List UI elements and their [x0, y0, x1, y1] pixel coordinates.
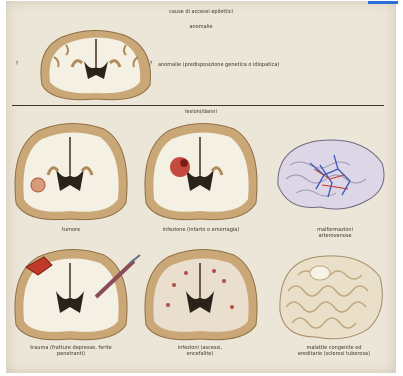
- brain-surface-tuberous-sclerosis: [276, 251, 386, 343]
- section-divider: [12, 105, 384, 106]
- caption-anomalie: anomalie (predisposizione genetica o idi…: [158, 62, 298, 68]
- caption-ascessi: infezioni (ascessi, encefalite): [170, 345, 230, 357]
- section-heading-anomalie: anomalie: [176, 24, 226, 30]
- brain-lateral-vessels: [272, 135, 390, 221]
- brain-coronal-abscess: [140, 245, 262, 345]
- page-title: cause di accessi epilettici: [156, 9, 246, 15]
- brain-coronal-normal: [32, 27, 162, 105]
- caption-infezione: infezione (infarto o emorragia): [156, 227, 246, 233]
- brain-coronal-trauma: [10, 245, 132, 345]
- brain-coronal-tumor: [10, 119, 132, 225]
- caption-malformazioni: malformazioni arterovenose: [300, 227, 370, 239]
- edge-accent-line: [368, 1, 398, 4]
- illustration-page: cause di accessi epilettici anomalie ? ?…: [6, 1, 396, 373]
- question-mark-left: ?: [12, 61, 22, 67]
- brain-coronal-infarct: [140, 119, 262, 225]
- caption-tumore: tumore: [46, 227, 96, 233]
- caption-sclerosi: malattie congenite ed ereditarie (sclero…: [296, 345, 372, 357]
- question-mark-right: ?: [146, 61, 156, 67]
- caption-trauma: trauma (fratture depresse, ferite penetr…: [26, 345, 116, 357]
- section-heading-lesioni: lesioni/danni: [171, 109, 231, 115]
